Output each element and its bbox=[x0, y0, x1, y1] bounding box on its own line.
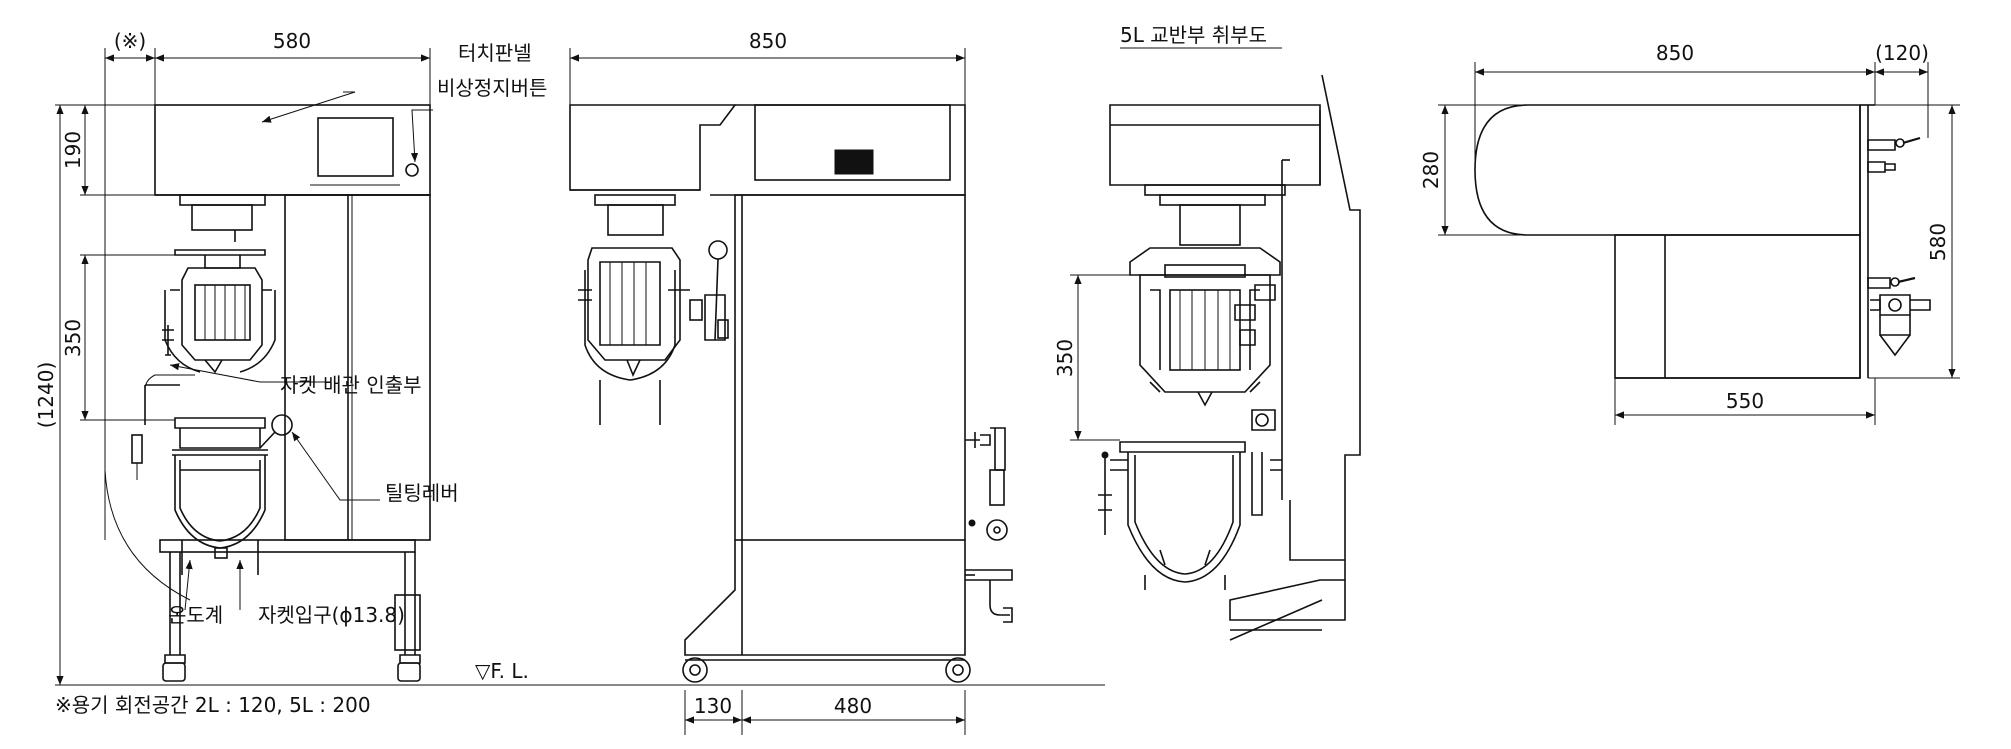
dim-top-height: 190 bbox=[61, 131, 85, 169]
side-panel-handle bbox=[834, 149, 874, 175]
dim-top-overall-depth: 580 bbox=[1926, 223, 1950, 261]
detail-dimensions bbox=[1070, 274, 1140, 441]
dim-front-width: 580 bbox=[273, 29, 311, 53]
label-touch-panel: 터치판넬 bbox=[458, 41, 532, 65]
dim-side-front-offset: 130 bbox=[694, 694, 732, 718]
top-dimensions bbox=[1438, 62, 1960, 425]
side-view bbox=[569, 104, 1013, 683]
dim-side-depth: 850 bbox=[749, 29, 787, 53]
side-dimensions bbox=[569, 48, 966, 735]
floor-line-label: ▽F. L. bbox=[475, 659, 529, 683]
dim-front-stroke: 350 bbox=[61, 319, 85, 357]
front-view bbox=[55, 91, 1105, 686]
dim-detail-stroke: 350 bbox=[1053, 339, 1077, 377]
dim-top-length: 850 bbox=[1656, 41, 1694, 65]
rear-piping bbox=[965, 427, 1013, 623]
dim-side-base-depth: 480 bbox=[834, 694, 872, 718]
touch-panel bbox=[317, 117, 394, 177]
dim-clearance: (※) bbox=[114, 29, 146, 53]
tilting-lever-knob bbox=[271, 414, 293, 436]
label-thermometer: 온도계 bbox=[168, 603, 223, 627]
front-dimensions bbox=[55, 48, 431, 685]
detail-view bbox=[1098, 47, 1361, 641]
label-tilting-lever: 틸팅레버 bbox=[385, 481, 459, 505]
dim-top-base-length: 550 bbox=[1726, 389, 1764, 413]
dim-top-protrusion: (120) bbox=[1875, 41, 1929, 65]
label-emergency-stop: 비상정지버튼 bbox=[437, 76, 547, 100]
label-jacket-pipe-outlet: 자켓 배관 인출부 bbox=[280, 373, 422, 397]
dim-top-head-height: 280 bbox=[1419, 151, 1443, 189]
dim-overall-height: (1240) bbox=[34, 362, 58, 429]
mixer-head bbox=[164, 249, 276, 374]
detail-title: 5L 교반부 취부도 bbox=[1120, 23, 1267, 47]
top-view bbox=[1474, 104, 1931, 379]
top-fittings bbox=[1867, 136, 1931, 357]
mixing-bowl bbox=[172, 417, 268, 575]
emergency-stop-button bbox=[405, 163, 419, 177]
label-jacket-inlet: 자켓입구(ϕ13.8) bbox=[258, 603, 405, 627]
rotation-space-note: ※용기 회전공간 2L : 120, 5L : 200 bbox=[55, 693, 371, 717]
